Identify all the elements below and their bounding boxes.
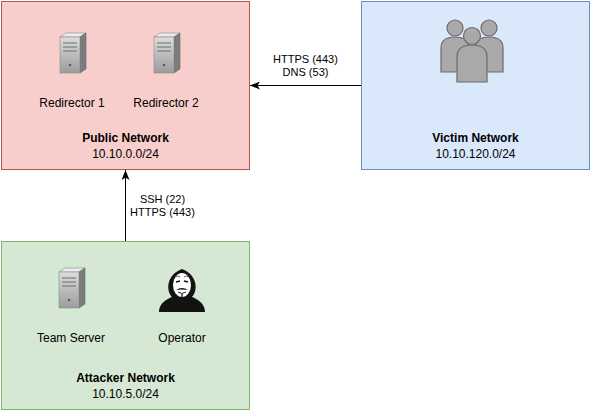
node-text: Team Server: [31, 330, 111, 346]
subnet-label: 10.10.5.0/24: [2, 386, 249, 402]
server-node: Redirector 2: [126, 27, 206, 111]
connector-arrow: [250, 85, 361, 86]
node-label: Team Server: [31, 330, 111, 346]
network-zone: Attacker Network10.10.5.0/24 Team Server O…: [1, 241, 250, 410]
node-text: Attacker Network10.10.5.0/24: [2, 370, 249, 402]
zone-title: Public Network: [2, 130, 249, 146]
node-text: Redirector 1: [32, 95, 112, 111]
node-text: Victim Network10.10.120.0/24: [362, 130, 589, 162]
server-node: Team Server: [31, 262, 111, 346]
node-text: Redirector 2: [126, 95, 206, 111]
zone-title: Victim Network: [362, 130, 589, 146]
node-text: Public Network10.10.0.0/24: [2, 130, 249, 162]
server-node: Redirector 1: [32, 27, 112, 111]
node-label: Operator: [142, 330, 222, 346]
server-icon: [31, 266, 111, 316]
subnet-label: 10.10.0.0/24: [2, 146, 249, 162]
subnet-label: 10.10.120.0/24: [362, 146, 589, 162]
server-icon: [126, 31, 206, 81]
network-zone: Public Network10.10.0.0/24 Redirector 1 Re…: [1, 1, 250, 170]
node-text: Operator: [142, 330, 222, 346]
network-zone: Victim Network10.10.120.0/24: [361, 1, 590, 170]
node-label: Redirector 2: [126, 95, 206, 111]
node-label: Redirector 1: [32, 95, 112, 111]
zone-title: Attacker Network: [2, 370, 249, 386]
operator-icon: [142, 266, 222, 316]
protocol-label: HTTPS (443) DNS (53): [266, 53, 346, 79]
operator-node: Operator: [142, 262, 222, 346]
server-icon: [32, 31, 112, 81]
protocol-label: SSH (22) HTTPS (443): [126, 193, 200, 219]
